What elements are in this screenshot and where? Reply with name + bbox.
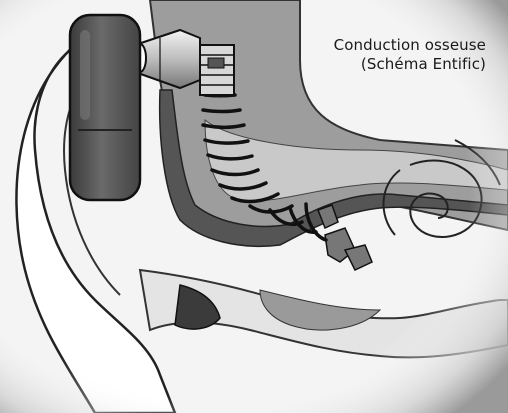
caption-line-1: Conduction osseuse [334, 36, 486, 55]
diagram-caption: Conduction osseuse (Schéma Entific) [334, 36, 486, 74]
caption-line-2: (Schéma Entific) [334, 55, 486, 74]
